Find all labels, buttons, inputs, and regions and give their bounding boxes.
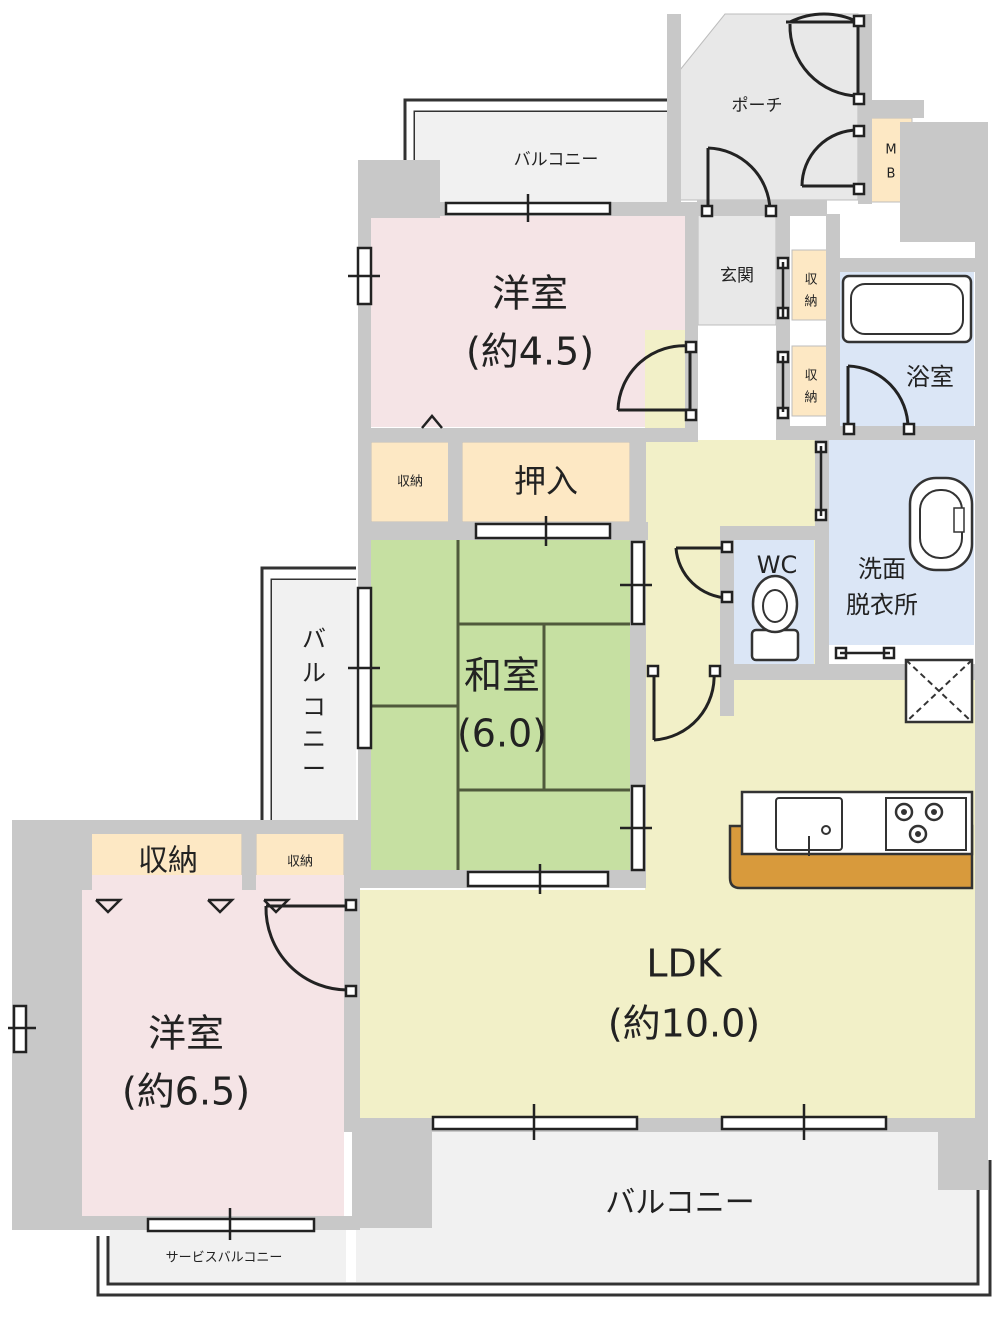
service-balcony-label: サービスバルコニー [166,1251,283,1266]
western-room-1-size: (約4.5) [466,330,594,374]
stove-icon [885,797,967,851]
ldk-floor [356,330,975,1118]
washitsu-name: 和室 [464,654,540,698]
balcony-left-label-2: ル [302,659,326,687]
closet-1-floor [791,249,829,321]
oshiire-label: 押入 [514,462,578,500]
room-labels: ポーチ バルコニー M B 洋室 (約4.5) 玄関 収 納 収 納 浴室 収納… [122,96,954,1266]
western-room-2-name: 洋室 [148,1012,224,1056]
oshiire-floor [461,441,631,523]
porch-label: ポーチ [732,96,783,116]
entrance-floor [697,214,777,326]
storage-bottom-small-label: 収納 [287,855,313,870]
balcony-left-label-3: コ [302,693,326,721]
western-room-1-floor [371,215,697,427]
balcony-top-floor [415,112,667,202]
washroom-label-1: 洗面 [858,555,906,583]
western-room-2-floor [82,875,344,1218]
service-balcony-floor [110,1228,346,1282]
washroom-label-2: 脱衣所 [846,591,918,619]
storage-top-label: 収納 [397,475,423,490]
mb-label-m: M [885,143,896,158]
closet-2-label-b: 納 [804,391,817,406]
balcony-top-label: バルコニー [514,150,599,170]
bathtub-icon [841,274,973,344]
closet-1-label-a: 収 [804,273,817,288]
windows [12,201,888,1233]
window-marks [8,194,806,1240]
bathroom-label: 浴室 [906,363,954,391]
doors [264,12,910,992]
balcony-left-label-4: ニ [302,725,326,753]
balcony-left-label-1: バ [302,625,326,653]
toilet-icon [750,574,800,662]
closet-2-floor [791,345,829,417]
ldk-name: LDK [646,942,722,986]
storage-top-floor [370,441,452,523]
closet-1-label-b: 納 [804,295,817,310]
floors [82,13,976,1282]
ldk-size: (約10.0) [608,1002,760,1046]
tatami-lines [371,540,630,870]
entrance-label: 玄関 [720,266,754,286]
washing-machine-pan-icon [904,658,974,724]
balcony-left-floor [272,580,356,820]
balcony-bottom-label: バルコニー [605,1186,754,1221]
balcony-bottom-floor [356,1130,976,1282]
balcony-left-label-5: ー [302,755,326,783]
mb-label-b: B [887,167,896,182]
storage-bottom-large-label: 収納 [138,844,198,879]
washbasin-icon [908,476,974,572]
washitsu-size: (6.0) [457,712,547,756]
western-room-1-name: 洋室 [492,272,568,316]
western-room-2-size: (約6.5) [122,1070,250,1114]
wc-label: WC [757,551,798,579]
closet-2-label-a: 収 [804,369,817,384]
sliding-door-marks [95,262,890,914]
